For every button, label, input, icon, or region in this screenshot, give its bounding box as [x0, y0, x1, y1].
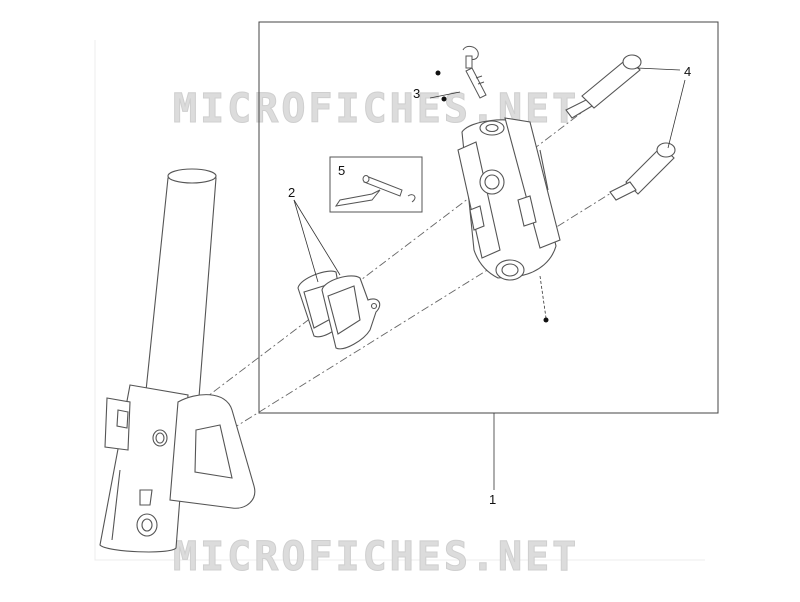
- callout-1: 1: [489, 492, 496, 507]
- pad-pin-kit: [329, 156, 423, 213]
- callout-4: 4: [684, 64, 691, 79]
- leader-caliper-dot: [539, 275, 547, 319]
- reference-dots: [435, 70, 549, 323]
- reference-dot-2: [441, 96, 447, 102]
- reference-dot-3: [543, 317, 549, 323]
- bleed-screw: [462, 45, 487, 99]
- page-shadow: [94, 40, 705, 561]
- leader-lines: [293, 67, 686, 490]
- callout-5: 5: [338, 163, 345, 178]
- brake-pads: [297, 270, 381, 350]
- fork-leg: [99, 168, 256, 553]
- leader-2b: [293, 199, 341, 276]
- caliper-kit-frame: [258, 21, 719, 414]
- leader-4b: [667, 79, 686, 149]
- leader-3: [429, 91, 461, 99]
- leader-4a: [636, 67, 681, 71]
- caliper-bolts: [565, 54, 676, 201]
- leader-2a: [293, 199, 319, 283]
- pad-pin: [334, 175, 416, 207]
- callout-2: 2: [288, 185, 295, 200]
- watermark-bottom: MICROFICHES.NET: [173, 534, 579, 580]
- callout-3: 3: [413, 86, 420, 101]
- brake-caliper: [457, 117, 561, 281]
- reference-dot-1: [435, 70, 441, 76]
